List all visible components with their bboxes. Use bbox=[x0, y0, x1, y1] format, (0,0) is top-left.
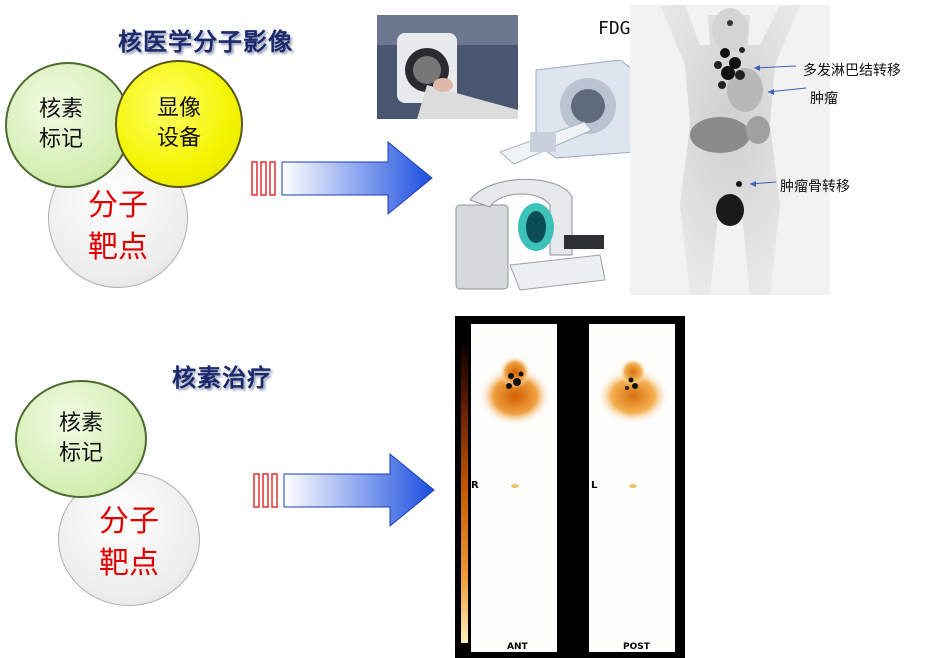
arrow-1 bbox=[251, 140, 433, 216]
ant-label: ANT bbox=[507, 642, 528, 652]
annotation-bone-metastasis: 肿瘤骨转移 bbox=[780, 179, 850, 195]
imaging-device-text: 显像 设备 bbox=[156, 96, 201, 151]
ant-panel: R ANT bbox=[471, 324, 557, 652]
post-panel: L POST bbox=[589, 324, 675, 652]
molecular-target-label-1: 分子 靶点 bbox=[88, 188, 148, 265]
arrow-2-bar-b bbox=[262, 473, 269, 508]
arrow-1-bar-c bbox=[269, 161, 276, 196]
pet-annotation-arrows bbox=[749, 65, 807, 187]
pet-ct-scanner-photo bbox=[377, 15, 518, 119]
whole-body-scan: R ANT L POST bbox=[455, 316, 685, 658]
color-scale-bar bbox=[461, 338, 468, 643]
nuclide-label-circle-1: 核素 标记 bbox=[5, 62, 131, 188]
arrow-1-bar-b bbox=[260, 161, 267, 196]
arrow-lymph bbox=[753, 65, 797, 69]
fdg-label: FDG bbox=[598, 18, 631, 39]
pet-mip-image bbox=[630, 5, 830, 295]
section2-title: 核素治疗 bbox=[172, 364, 272, 392]
annotation-lymph-metastasis: 多发淋巴结转移 bbox=[803, 63, 901, 79]
arrow-2-head bbox=[283, 452, 435, 528]
arrow-tumor bbox=[767, 87, 807, 93]
imaging-device-circle: 显像 设备 bbox=[115, 60, 243, 188]
spect-scanner-render bbox=[455, 178, 606, 291]
nuclide-label-circle-2: 核素 标记 bbox=[15, 380, 147, 498]
post-uptake bbox=[597, 358, 669, 488]
post-marker-l: L bbox=[591, 480, 598, 491]
molecular-target-label-2: 分子 靶点 bbox=[99, 504, 159, 581]
ant-marker-r: R bbox=[471, 480, 479, 491]
arrow-2-bar-a bbox=[253, 473, 260, 508]
arrow-2-bar-c bbox=[271, 473, 278, 508]
annotation-tumor: 肿瘤 bbox=[810, 91, 838, 107]
post-label: POST bbox=[623, 642, 650, 652]
arrow-1-bar-a bbox=[251, 161, 258, 196]
nuclide-label-text-1: 核素 标记 bbox=[38, 97, 83, 152]
section1-title: 核医学分子影像 bbox=[118, 28, 293, 56]
arrow-2 bbox=[253, 452, 435, 528]
nuclide-label-text-2: 核素 标记 bbox=[58, 411, 103, 466]
pet-scanner-render bbox=[500, 60, 637, 165]
ant-uptake bbox=[479, 356, 551, 488]
pet-body-silhouette bbox=[660, 5, 800, 295]
arrow-1-head bbox=[281, 140, 433, 216]
